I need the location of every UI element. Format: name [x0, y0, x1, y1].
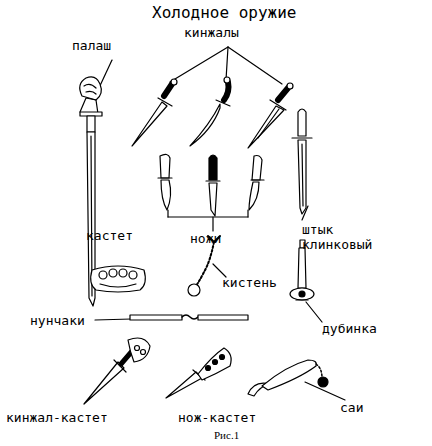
- dagger-drawings: [132, 77, 293, 148]
- bayonet-drawing: [292, 109, 312, 214]
- knife-knuckle-label: нож-кастет: [178, 410, 256, 425]
- knife-knuckle-drawing: [166, 348, 231, 398]
- daggers-label: кинжалы: [184, 25, 239, 40]
- nunchaku-drawing: [130, 315, 248, 320]
- brass-knuckles-label: кастет: [86, 228, 133, 243]
- knives-label: ножи: [190, 231, 221, 246]
- bayonet-label: штык клинковый: [302, 222, 398, 252]
- flail-label: кистень: [222, 275, 277, 290]
- brass-knuckles-drawing: [91, 266, 146, 292]
- nunchaku-label: нунчаки: [30, 313, 85, 328]
- knife-drawings: [158, 154, 264, 216]
- sai-drawing: [248, 360, 328, 396]
- sai-label: саи: [340, 400, 363, 415]
- figure-caption: Рис.1: [214, 428, 239, 443]
- dagger-knuckle-drawing: [84, 338, 150, 404]
- broadsword-label: палаш: [72, 38, 111, 53]
- club-label: дубинка: [322, 321, 377, 336]
- dagger-knuckle-label: кинжал-кастет: [6, 410, 108, 425]
- diagram-title: Холодное оружие: [152, 4, 297, 22]
